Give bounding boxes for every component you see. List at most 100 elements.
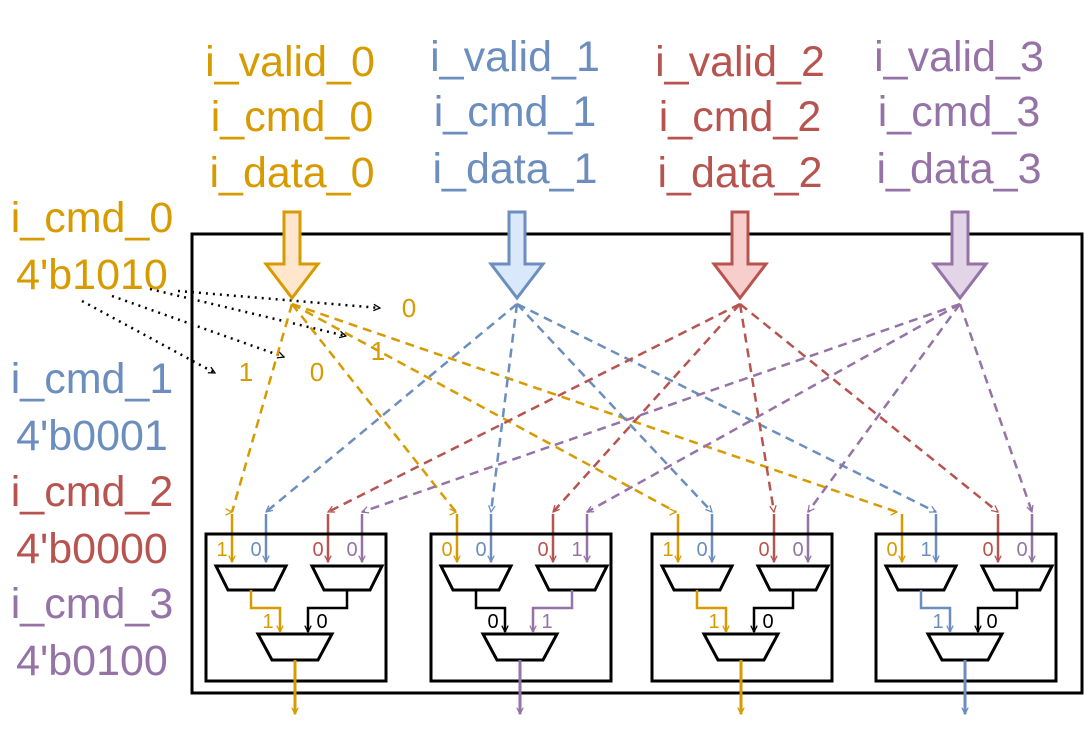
input-1-valid-label: i_valid_1 [430,33,600,81]
mux-group-1-input-bit-3: 1 [571,539,582,561]
mux-group-3-stage1-mux-0 [883,564,959,592]
mux-group-2-stage2-mux [701,632,781,662]
route-line-1-to-group-2 [516,303,712,512]
input-2-data-label: i_data_2 [658,149,823,197]
mux-group-1-input-bit-0: 0 [441,539,452,561]
input-2-cmd-label: i_cmd_2 [659,93,822,141]
mux-group-2-input-bit-2: 0 [758,539,769,561]
mux-group-2-stage1-mux-1 [755,564,831,592]
route-line-2-to-group-0 [328,302,741,514]
mux-group-0-left-wire [249,590,280,632]
mux-group-0-select-bit-left: 1 [262,611,273,633]
cmd-1-name: i_cmd_1 [11,355,174,403]
mux-group-3-input-bit-3: 0 [1016,539,1027,561]
route-line-1-to-group-0 [266,303,518,513]
mux-group-2-left-wire [695,590,726,632]
cmd0-bits: 0 1 0 1 [239,293,416,387]
cmd-3-name: i_cmd_3 [11,580,174,628]
input-0-big-arrow [262,210,322,301]
mux-group-1-input-bit-2: 0 [537,539,548,561]
mux-group-0-stage2-mux [255,632,335,662]
cmd-1-value: 4'b0001 [16,412,168,460]
route-line-3-to-group-0 [362,302,961,512]
mux-group-0-input-bit-3: 0 [346,539,357,561]
mux-group-3-stage1-mux-1 [979,564,1055,592]
cmd-0-value: 4'b1010 [16,251,168,299]
bit-decomposition-arrows [81,287,380,375]
mux-group-3-select-bit-left: 1 [932,611,943,633]
mux-group-1-stage2-mux [480,632,560,662]
cmd0-bit-1: 0 [310,357,324,387]
mux-group-1-left-wire [474,590,505,632]
command-values: i_cmd_0 4'b1010 i_cmd_1 4'b0001 i_cmd_2 … [11,194,174,685]
mux-group-3-left-wire [919,590,950,632]
mux-group-3: 0 1 0 0 1 0 [874,532,1058,714]
input-0-data-label: i_data_0 [210,149,375,197]
route-line-3-to-group-3 [958,303,1032,512]
mux-group-2-input-bit-1: 0 [696,539,707,561]
route-line-0-to-group-3 [291,302,897,512]
mux-group-3-select-bit-right: 0 [986,611,997,633]
crossbar-frame [190,232,1084,695]
mux-group-2-right-wire [754,590,795,632]
route-line-0-to-group-2 [291,302,676,514]
route-line-3-to-group-2 [806,303,962,512]
mux-group-1-select-bit-right: 1 [541,611,552,633]
mux-group-2-input-bit-0: 1 [662,539,673,561]
mux-group-3-input-bit-0: 0 [886,539,897,561]
route-line-2-to-group-1 [553,303,741,512]
mux-group-0-input-bit-0: 1 [216,539,227,561]
cmd-3-value: 4'b0100 [16,637,168,685]
mux-group-1-stage1-mux-1 [534,564,610,592]
routing-lines [232,302,1032,562]
input-1-cmd-label: i_cmd_1 [434,88,597,136]
route-line-2-to-group-2 [738,303,774,512]
mux-group-1-stage1-mux-0 [438,564,514,592]
mux-group-3-input-bit-2: 0 [982,539,993,561]
cmd-2-name: i_cmd_2 [11,468,174,516]
route-line-1-to-group-1 [491,303,519,512]
cmd0-bit-3: 0 [402,293,416,323]
bit-arrow-0 [81,299,215,375]
route-line-2-to-group-3 [739,303,998,513]
input-2-big-arrow [710,210,770,301]
mux-group-0-input-bit-1: 0 [250,539,261,561]
mux-group-1-input-bit-1: 0 [475,539,486,561]
input-0-valid-label: i_valid_0 [205,38,375,86]
mux-group-0: 1 0 0 0 1 0 [204,532,388,714]
mux-group-3-right-wire [978,590,1019,632]
route-line-0-to-group-0 [232,303,294,512]
input-3-big-arrow [930,210,990,301]
cmd-0-name: i_cmd_0 [11,194,174,242]
mux-group-0-stage1-mux-0 [213,564,289,592]
mux-group-2: 1 0 0 0 1 0 [650,532,834,714]
mux-group-2-select-bit-right: 0 [762,611,773,633]
cmd-2-value: 4'b0000 [16,525,168,573]
input-arrows [262,210,990,301]
mux-group-0-right-wire [308,590,349,632]
input-3-data-label: i_data_3 [877,145,1042,193]
input-1-big-arrow [487,210,547,301]
bit-arrow-1 [111,294,284,357]
input-3-cmd-label: i_cmd_3 [878,88,1041,136]
mux-group-2-select-bit-left: 1 [708,611,719,633]
bit-arrow-3 [177,289,380,308]
mux-group-3-stage2-mux [925,632,1005,662]
mux-group-2-input-bit-3: 0 [792,539,803,561]
mux-group-2-stage1-mux-0 [659,564,735,592]
route-line-3-to-group-1 [587,302,961,514]
mux-group-1-right-wire [533,590,574,632]
input-0-cmd-label: i_cmd_0 [211,93,374,141]
mux-group-0-input-bit-2: 0 [312,539,323,561]
input-3-valid-label: i_valid_3 [874,33,1044,81]
input-1-data-label: i_data_1 [433,145,598,193]
input-labels: i_valid_0 i_cmd_0 i_data_0 i_valid_1 i_c… [205,33,1044,197]
mux-group-3-input-bit-1: 1 [920,539,931,561]
mux-group-0-select-bit-right: 0 [316,611,327,633]
input-2-valid-label: i_valid_2 [655,38,825,86]
mux-group-0-stage1-mux-1 [309,564,385,592]
cmd0-bit-0: 1 [239,357,253,387]
